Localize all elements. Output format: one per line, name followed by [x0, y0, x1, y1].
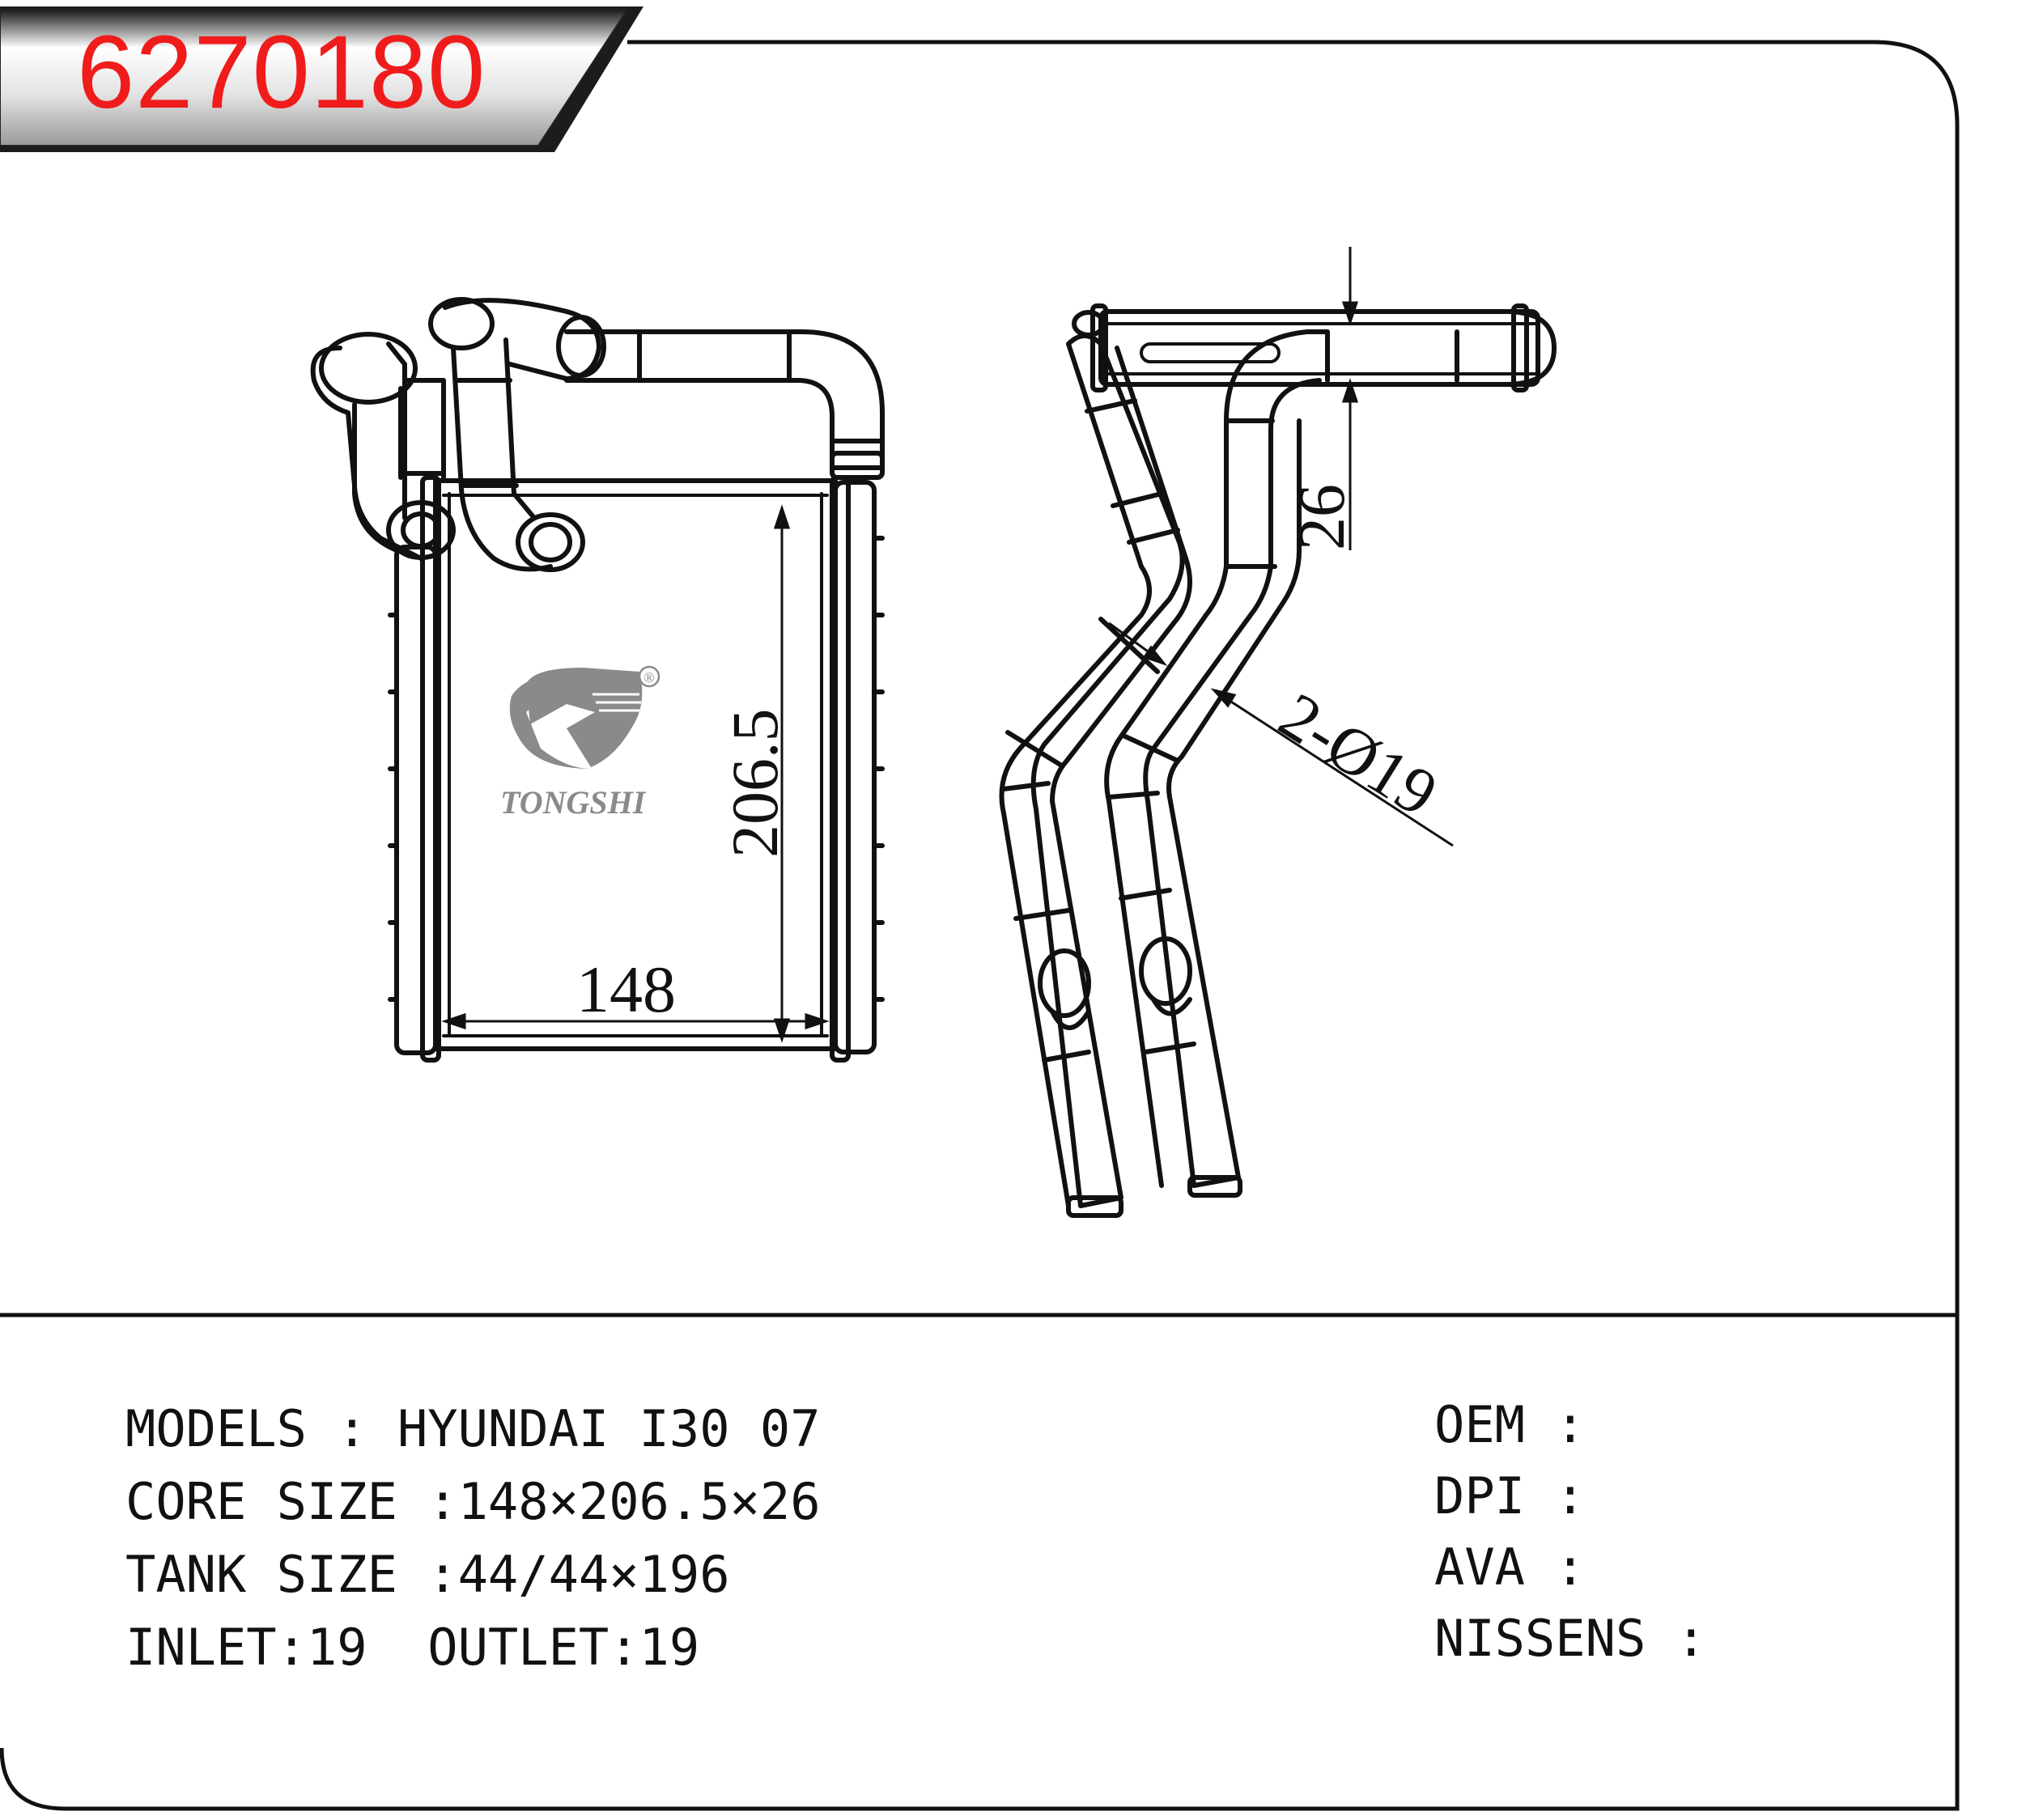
tongshi-logo-text: TONGSHI: [500, 784, 647, 821]
heater-core-side-view: [999, 303, 1557, 1218]
tank-bumps: [388, 536, 885, 1002]
dimension-pipe-leader: [1108, 622, 1454, 847]
dimension-width-label: 148: [576, 952, 676, 1026]
nissens-label: NISSENS :: [1434, 1609, 1706, 1668]
registered-mark-text: ®: [643, 669, 655, 685]
ava-label: AVA :: [1434, 1538, 1586, 1597]
pipe-left: [1030, 333, 1192, 1208]
spec-tank-size: TANK SIZE :44/44×196: [125, 1545, 730, 1604]
spec-core-size: CORE SIZE :148×206.5×26: [125, 1472, 821, 1531]
pipe-b: [451, 337, 553, 572]
dimension-height-label: 206.5: [718, 709, 792, 859]
pipe-a: [310, 342, 423, 561]
dpi-label: DPI :: [1434, 1466, 1586, 1525]
part-number-title: 6270180: [77, 15, 486, 130]
registered-mark-icon: [638, 665, 660, 688]
dimension-height-line: [773, 504, 791, 1043]
dimension-width-line: [441, 1012, 830, 1030]
spec-models: MODELS : HYUNDAI I30 07: [125, 1399, 821, 1458]
spec-inlet-outlet: INLET:19 OUTLET:19: [125, 1618, 700, 1677]
dimension-thickness-label: 26: [1285, 484, 1358, 550]
title-banner: [0, 9, 629, 146]
dimension-pipe-label: 2-Ø19: [1267, 678, 1450, 830]
right-tank: [833, 480, 877, 1054]
outer-frame: [0, 40, 1960, 1811]
pipe-right: [1143, 329, 1330, 1188]
dimension-thickness-line: [1341, 247, 1359, 550]
heater-core-front-view: [310, 297, 885, 1063]
oem-label: OEM :: [1434, 1395, 1586, 1454]
top-pipe: [564, 329, 885, 470]
left-tank: [394, 545, 438, 1055]
slot: [1140, 342, 1281, 363]
tongshi-logo-mark: [526, 668, 643, 767]
tongshi-logo: TONGSHI ®: [500, 665, 660, 821]
